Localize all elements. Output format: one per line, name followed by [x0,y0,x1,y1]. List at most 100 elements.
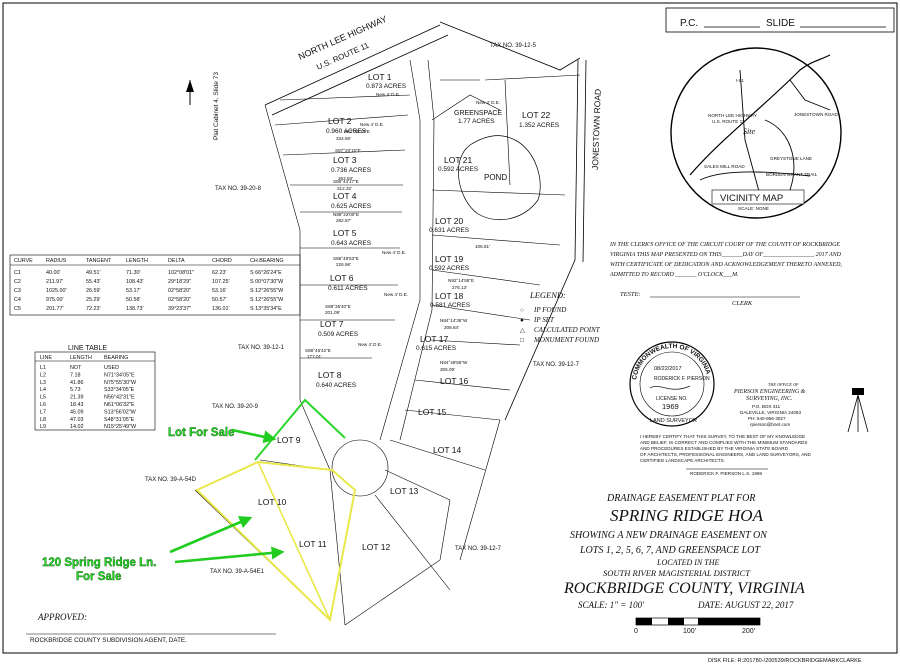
seal-bottom: LAND SURVEYOR [650,418,697,424]
plat-cabinet-ref: Plat Cabinet 4, Slide 73 [213,72,220,140]
legend-symbol-icon: ○ [520,307,524,314]
line-table-cell: L8 [40,417,46,423]
lot-14-label: LOT 14 [433,445,461,455]
line-table-cell: L6 [40,402,46,408]
bearing-8: N84°48'55"W [440,360,468,365]
legend-item-text: IP FOUND [533,306,566,314]
legend-symbol-icon: ● [520,317,524,324]
lot-20-acres: 0.631 ACRES [429,227,470,234]
legend: LEGEND: ○IP FOUND●IP SET△CALCULATED POIN… [520,290,601,344]
bearing-5: S88°48'53"E [333,256,359,261]
distance-1: 334.56' [336,136,351,141]
line-table-cell: NOT [70,365,82,371]
curve-table-cell: 72.23' [86,306,101,312]
lot-8-label: LOT 8 [318,370,342,380]
curve-table-cell: 39°23'37" [168,306,191,312]
line-table-cell: L2 [40,372,46,378]
de-label-3: New 4' D.E. [382,250,406,255]
surveyor-seal: COMMONWEALTH OF VIRGINIA 08/22/2017 RODE… [629,341,715,427]
seal-name: RODERICK F. PIERSON [654,376,710,382]
seal-license-no: 1969 [662,402,679,411]
tax-labels: TAX NO. 39-12-5 TAX NO. 39-20-8 TAX NO. … [145,43,580,575]
approved-label: APPROVED: [37,612,87,622]
tax-label-3: TAX NO. 39-12-1 [238,345,285,351]
curve-table-cell: 55.43' [86,279,101,285]
lot-9-label: LOT 9 [277,435,301,445]
de-label-1: New 4' D.E. [376,92,400,97]
pc-slide-header: P.C. SLIDE [665,7,895,33]
lot-17-label: LOT 17 [420,334,448,344]
line-table-cell: L5 [40,395,46,401]
lot-3-label: LOT 3 [333,155,357,165]
curve-table-cell: S 12°26'55"W [250,297,284,303]
lot-22-label: LOT 22 [522,110,550,120]
lot-1-acres: 0.873 ACRES [366,83,407,90]
engineering-office: THE OFFICE OF PIERSON ENGINEERING & SURV… [733,382,869,433]
line-table-cell: 14.02 [70,424,84,430]
bearing-4: N88°22'00"E [333,212,359,217]
curve-table-cell: 49.51' [86,270,101,276]
for-sale-label: For Sale [76,571,121,583]
vicinity-site: Site [743,127,755,136]
curve-table-cell: 25.29' [86,297,101,303]
curve-table-header: CH.BEARING [250,258,284,264]
curve-table-cell: 53.17' [126,288,141,294]
north-arrow-icon [186,80,194,105]
line-table-header: LENGTH [70,355,92,361]
line-table-cell: 5.73 [70,387,81,393]
seal-license-label: LICENSE NO. [656,396,688,402]
curve-table-cell: S 13°35'34"E [250,306,282,312]
line-table-header: LINE [40,355,52,361]
teste-label: TESTE: [620,291,641,298]
title-line-6: SOUTH RIVER MAGISTERIAL DISTRICT [603,568,751,578]
title-line-2: SPRING RIDGE HOA [610,506,764,525]
clerk-line-4: ADMITTED TO RECORD _______ O'CLOCK___M. [609,272,739,278]
greenspace-label: GREENSPACE [454,110,502,117]
tax-label-7: TAX NO. 39-12-7 [455,546,502,552]
vicinity-title: VICINITY MAP [720,193,783,204]
lot-19-acres: 0.592 ACRES [429,265,470,272]
distance-8: 306.09' [440,367,455,372]
curve-table-cell: S 12°26'55"W [250,288,284,294]
curve-table-cell: S 66°26'24"E [250,270,282,276]
lot-20-label: LOT 20 [435,216,463,226]
curve-table-cell: 975.00' [46,297,64,303]
lot-18-acres: 0.581 ACRES [430,302,471,309]
curve-table-cell: 1025.00' [46,288,67,294]
title-line-3: SHOWING A NEW DRAINAGE EASEMENT ON [570,530,768,541]
vicinity-jonestown: JONESTOWN ROAD [794,112,838,117]
legend-symbol-icon: △ [520,327,526,334]
office-line-6: rpierson@bnet.com [750,422,790,427]
lot-6-label: LOT 6 [330,273,354,283]
line-table-cell: USED [104,365,119,371]
curve-table-cell: C5 [14,306,21,312]
pond-label: POND [484,173,507,182]
bearing-labels: S87°20'15"E 334.56' S87°20'15"E 363.93' … [305,129,490,372]
tax-label-5: TAX NO. 39-A-54D [145,477,197,483]
certify-l4: OF ARCHITECTS, PROFESSIONAL ENGINEERS, A… [640,452,811,457]
legend-title: LEGEND: [529,290,566,300]
curve-table-cell: C4 [14,297,21,303]
title-line-7: ROCKBRIDGE COUNTY, VIRGINIA [563,580,805,597]
lot-2-label: LOT 2 [328,116,352,126]
curve-table-cell: S 00°07'30"W [250,279,284,285]
certify-l3: AND PROCEDURES ESTABLISHED BY THE VIRGIN… [640,446,789,451]
lot-labels: LOT 1 0.873 ACRES LOT 2 0.960 ACRES LOT … [258,72,560,552]
vicinity-greystone: GREYSTONE LANE [770,156,812,161]
vicinity-north-lee: NORTH LEE HIGHWAY [708,113,757,118]
distance-3: 312.32' [337,186,352,191]
lot-8-acres: 0.640 ACRES [316,382,357,389]
legend-item-text: MONUMENT FOUND [533,336,599,344]
line-table-cell: S13°56'02"W [104,409,137,415]
tax-label-6: TAX NO. 39-A-54E1 [210,569,265,575]
clerk-line-2: VIRGINIA THIS MAP PRESENTED ON THIS_____… [610,252,842,258]
legend-item-text: CALCULATED POINT [534,326,601,334]
tax-label-8: TAX NO. 39-12-7 [533,362,580,368]
surveyor-certification: I HEREBY CERTIFY THAT THIS SURVEY, TO TH… [640,434,811,476]
disk-file: DISK FILE: R:201780-/200539/ROCKBRIDGEMA… [708,658,862,664]
clerk-line-3: WITH CERTIFICATE OF DEDICATION AND ACKNO… [610,262,843,268]
clerk-label: CLERK [732,300,753,307]
lot-for-sale-label: Lot For Sale [168,427,234,439]
curve-table-cell: 02°58'20" [168,288,191,294]
